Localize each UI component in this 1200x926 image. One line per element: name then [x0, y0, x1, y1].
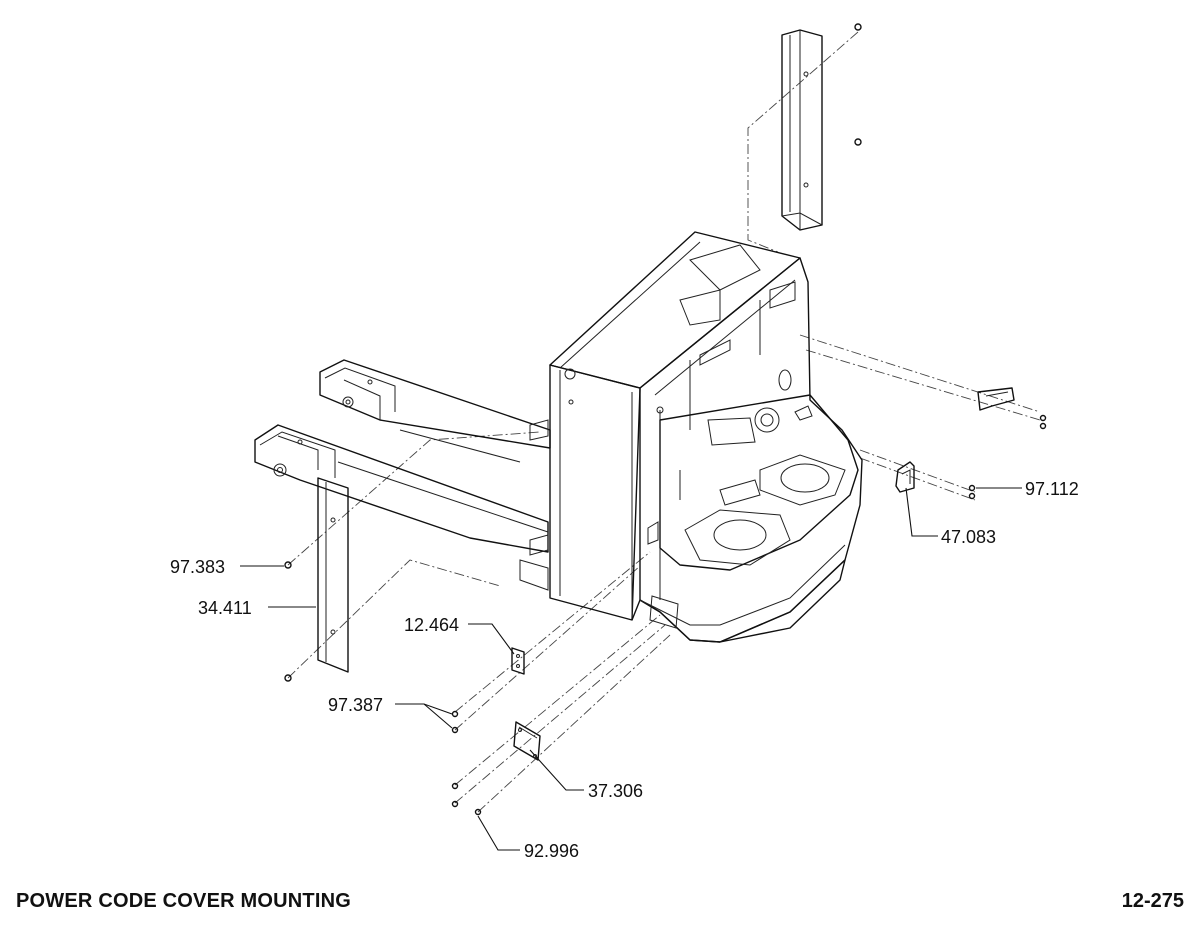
callout-92-996: 92.996: [524, 841, 579, 861]
callout-47-083: 47.083: [941, 527, 996, 547]
page-title: POWER CODE COVER MOUNTING: [16, 890, 352, 912]
top-screws: [854, 23, 862, 146]
bracket-12464-part: [511, 647, 525, 675]
callout-97-387: 97.387: [328, 695, 383, 715]
upper-bracket-part: [977, 387, 1015, 411]
callout-97-112: 97.112: [1025, 479, 1079, 499]
assembly-centerlines: [287, 31, 1041, 813]
fork-screws: [284, 561, 292, 682]
truck-chassis-part: [549, 231, 863, 643]
callout-97-383: 97.383: [170, 557, 225, 577]
page-number: 12-275: [1121, 890, 1184, 912]
fork-cover-plate-part: [317, 477, 349, 673]
leader-lines: [240, 487, 1022, 851]
hardware-screws: [451, 414, 1047, 816]
callout-37-306: 37.306: [588, 781, 643, 801]
callout-34-411: 34.411: [198, 598, 252, 618]
callout-12-464: 12.464: [404, 615, 459, 635]
forks-part: [254, 359, 551, 591]
power-code-cover-part: [513, 721, 541, 761]
channel-cover-part: [781, 29, 823, 231]
bracket-47083-part: [895, 461, 915, 493]
